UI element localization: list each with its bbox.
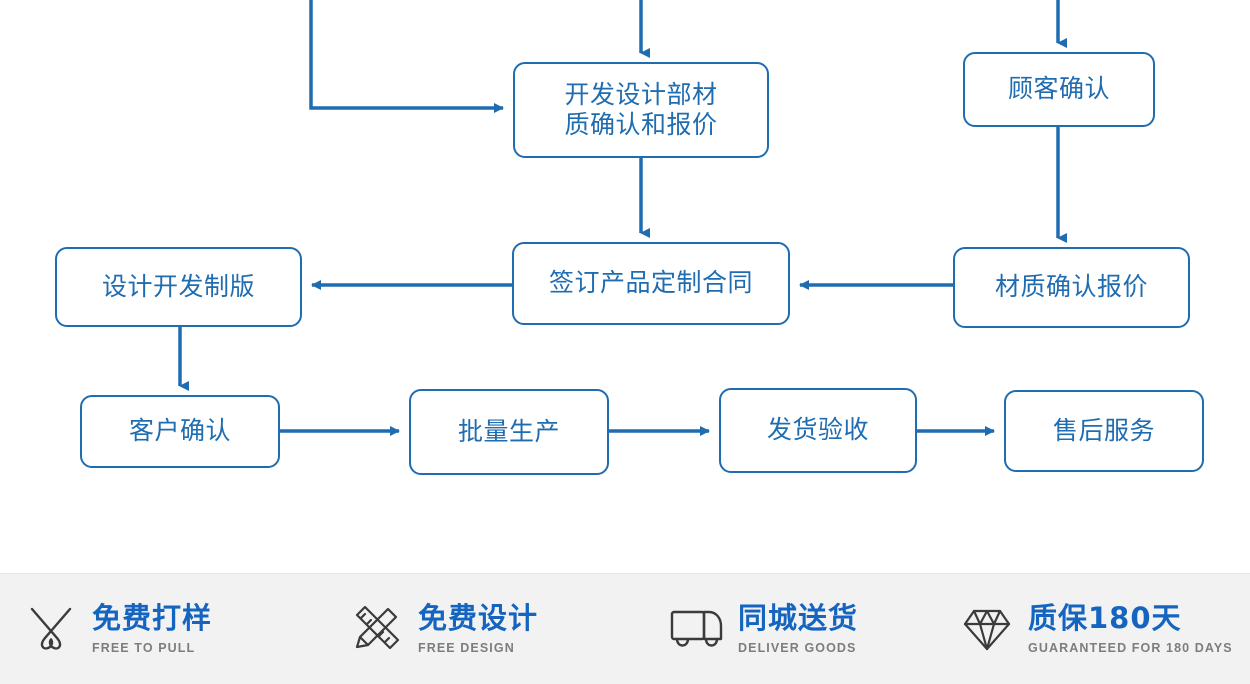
flow-node-sign-custom-contract[interactable]: 签订产品定制合同 (512, 242, 790, 325)
feature-item-delivery[interactable]: 同城送货 DELIVER GOODS (668, 596, 858, 662)
flow-node-material-confirm-quote[interactable]: 材质确认报价 (953, 247, 1190, 328)
flow-connectors (178, 0, 1067, 436)
flow-node-after-sales-service[interactable]: 售后服务 (1004, 390, 1204, 472)
diamond-icon (958, 603, 1016, 655)
flow-node-label: 开发设计部材 质确认和报价 (564, 79, 718, 140)
feature-title: 质保180天 (1028, 600, 1182, 635)
feature-subtitle: DELIVER GOODS (738, 641, 857, 656)
flow-node-label: 材质确认报价 (994, 272, 1148, 302)
flow-node-label: 顾客确认 (1007, 74, 1110, 104)
flow-node-mass-production[interactable]: 批量生产 (409, 389, 609, 475)
service-features-footer: 免费打样 FREE TO PULL 免费设计 (0, 573, 1250, 684)
flowchart-area: 开发设计部材 质确认和报价 顾客确认 设计开发制版 签订产品定制合同 材质确认报… (55, 0, 1204, 475)
flow-node-dev-design-material[interactable]: 开发设计部材 质确认和报价 (513, 62, 769, 158)
connector-elbow-into-dev-design (309, 0, 504, 113)
flow-node-label: 批量生产 (457, 416, 560, 446)
feature-item-free-design[interactable]: 免费设计 FREE DESIGN (348, 596, 538, 662)
flow-node-customer-confirm-top[interactable]: 顾客确认 (963, 52, 1155, 127)
feature-texts: 同城送货 DELIVER GOODS (738, 600, 859, 656)
feature-title: 免费打样 (92, 600, 213, 635)
feature-subtitle: FREE TO PULL (92, 641, 196, 656)
flow-node-label: 客户确认 (128, 416, 231, 446)
feature-item-free-sample[interactable]: 免费打样 FREE TO PULL (22, 596, 212, 662)
flow-node-label: 设计开发制版 (101, 271, 255, 301)
flow-node-label: 发货验收 (766, 415, 869, 445)
feature-title: 免费设计 (418, 600, 539, 635)
flow-node-label: 售后服务 (1052, 415, 1155, 445)
feature-title: 同城送货 (738, 600, 859, 635)
flow-node-design-development-plate[interactable]: 设计开发制版 (55, 247, 302, 327)
feature-subtitle: FREE DESIGN (418, 641, 515, 656)
truck-icon (668, 603, 726, 655)
feature-subtitle: GUARANTEED FOR 180 DAYS (1028, 641, 1233, 656)
feature-texts: 质保180天 GUARANTEED FOR 180 DAYS (1028, 600, 1233, 656)
feature-texts: 免费打样 FREE TO PULL (92, 600, 213, 656)
scissors-icon (22, 603, 80, 655)
flow-node-client-confirm[interactable]: 客户确认 (80, 395, 280, 468)
ruler-pencil-icon (348, 603, 406, 655)
flow-node-label: 签订产品定制合同 (548, 268, 753, 298)
feature-texts: 免费设计 FREE DESIGN (418, 600, 539, 656)
feature-item-warranty[interactable]: 质保180天 GUARANTEED FOR 180 DAYS (958, 596, 1233, 662)
flow-node-ship-and-accept[interactable]: 发货验收 (719, 388, 917, 473)
